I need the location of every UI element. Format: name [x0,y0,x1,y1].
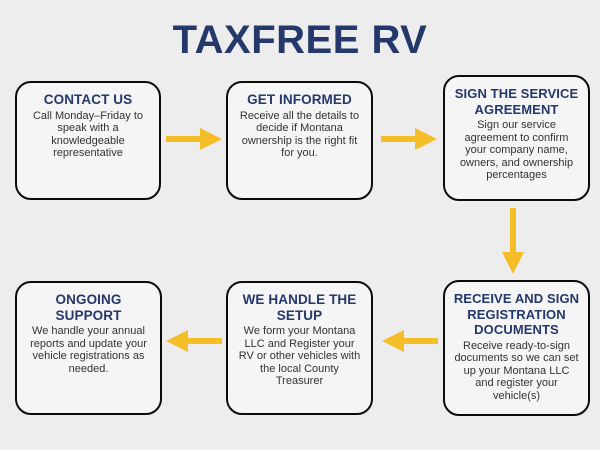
arrow-down-icon [500,208,526,274]
page-title: TAXFREE RV [172,18,428,62]
flow-step-body: Sign our service agreement to confirm yo… [459,119,574,182]
flow-step-body: Call Monday–Friday to speak with a knowl… [32,109,144,160]
flow-step-get-informed[interactable]: GET INFORMED Receive all the details to … [226,81,373,200]
flow-step-heading: GET INFORMED [247,92,352,107]
flow-step-body: Receive ready-to-sign documents so we ca… [454,339,579,402]
flow-step-body: We handle your annual reports and update… [30,325,147,375]
flow-step-heading: ONGOING SUPPORT [55,292,122,323]
flow-step-receive-and-sign-registration-documents[interactable]: RECEIVE AND SIGN REGISTRATION DOCUMENTS … [443,280,590,416]
arrow-left-icon [382,328,438,354]
flow-step-we-handle-the-setup[interactable]: WE HANDLE THE SETUP We form your Montana… [226,281,373,415]
arrow-right-icon [381,126,437,152]
flow-step-heading: WE HANDLE THE SETUP [242,292,357,323]
flow-step-ongoing-support[interactable]: ONGOING SUPPORT We handle your annual re… [15,281,162,415]
flow-step-contact-us[interactable]: CONTACT US Call Monday–Friday to speak w… [15,81,161,200]
flow-step-heading: SIGN THE SERVICE AGREEMENT [454,86,579,117]
arrow-right-icon [166,126,222,152]
flow-step-heading: CONTACT US [43,92,133,107]
arrow-left-icon [166,328,222,354]
flow-step-sign-the-service-agreement[interactable]: SIGN THE SERVICE AGREEMENT Sign our serv… [443,75,590,201]
flow-step-heading: RECEIVE AND SIGN REGISTRATION DOCUMENTS [453,291,580,337]
flow-step-body: We form your Montana LLC and Register yo… [238,325,361,388]
flow-step-body: Receive all the details to decide if Mon… [239,109,360,160]
